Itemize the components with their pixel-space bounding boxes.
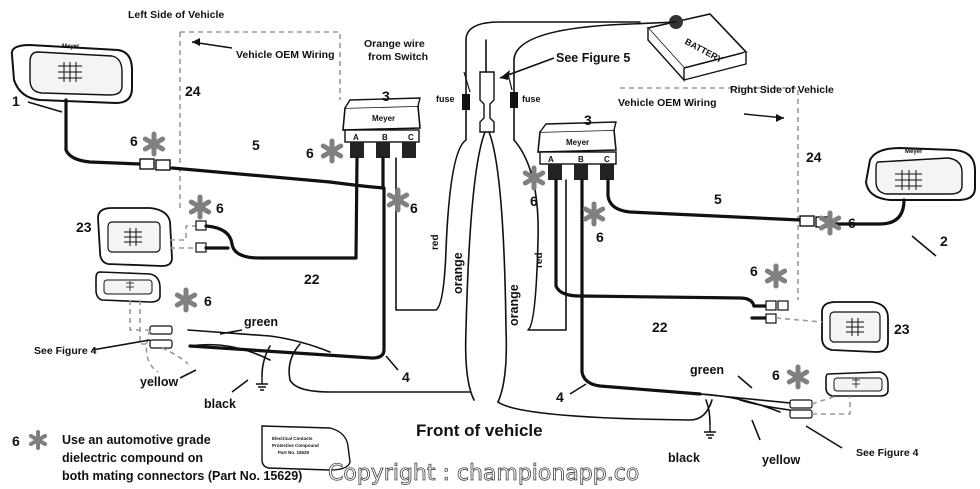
black-label: black (668, 451, 700, 465)
connector (139, 158, 155, 170)
callout-2: 2 (940, 233, 948, 249)
callout-24-left: 24 (185, 83, 201, 99)
left-headlight: Meyer (10, 43, 133, 105)
callout-6: 6 (306, 145, 314, 161)
orange-wire-label: from Switch (368, 51, 428, 63)
oem-wiring-right: Vehicle OEM Wiring (618, 97, 717, 109)
yellow-label: yellow (140, 375, 178, 389)
svg-text:Protective Compound: Protective Compound (272, 443, 319, 448)
legend: 6 Use an automotive grade dielectric com… (12, 425, 351, 483)
legend-number: 6 (12, 433, 20, 449)
orange-label: orange (507, 284, 521, 326)
callout-5-left: 5 (252, 137, 260, 153)
svg-text:A: A (353, 133, 359, 142)
svg-text:B: B (382, 133, 388, 142)
asterisk-icon (145, 134, 162, 154)
asterisk-icon (525, 168, 542, 188)
see-figure-4-right: See Figure 4 (856, 447, 919, 459)
module-brand: Meyer (566, 138, 589, 147)
callout-6: 6 (596, 229, 604, 245)
ground-icon (703, 423, 717, 439)
front-of-vehicle: Front of vehicle (416, 421, 543, 440)
orange-label: orange (451, 252, 465, 294)
fuse-icon (510, 92, 518, 108)
right-control-module: Meyer A B C (537, 121, 617, 180)
legend-line-2: dielectric compound on (62, 451, 203, 465)
asterisk-icon (29, 430, 47, 450)
callout-24-right: 24 (806, 149, 822, 165)
left-turn-lamp (95, 271, 161, 303)
left-parking-lamp (97, 207, 173, 267)
left-control-module: Meyer A B C (342, 97, 421, 158)
asterisk-icon (389, 190, 406, 210)
callout-22-left: 22 (304, 271, 320, 287)
asterisk-icon (191, 197, 208, 217)
callout-23-left: 23 (76, 219, 92, 235)
legend-line-1: Use an automotive grade (62, 433, 211, 447)
callout-6: 6 (204, 293, 212, 309)
asterisk-icon (767, 266, 784, 286)
left-side-label: Left Side of Vehicle (128, 9, 224, 21)
callout-4-right: 4 (556, 389, 564, 405)
callout-23-right: 23 (894, 321, 910, 337)
module-brand: Meyer (372, 114, 395, 123)
headlight-brand: Meyer (905, 149, 923, 155)
callout-22-right: 22 (652, 319, 668, 335)
asterisk-icon (585, 204, 602, 224)
orange-wire-label: Orange wire (364, 38, 425, 50)
right-parking-lamp (821, 301, 889, 353)
see-figure-4-left: See Figure 4 (34, 345, 97, 357)
connector (155, 159, 171, 171)
fuse-label: fuse (522, 94, 541, 104)
see-figure-5: See Figure 5 (556, 51, 630, 65)
callout-5-right: 5 (714, 191, 722, 207)
headlight-brand: Meyer (62, 44, 80, 50)
center-connector (479, 71, 495, 133)
svg-text:C: C (408, 133, 414, 142)
asterisk-icon (323, 141, 340, 161)
right-turn-lamp (825, 371, 889, 397)
oem-zone-left (180, 31, 341, 100)
svg-text:C: C (604, 155, 610, 164)
ground-icon (255, 375, 269, 391)
battery-icon: BATTERY (646, 13, 748, 82)
callout-6: 6 (410, 200, 418, 216)
callout-4-left: 4 (402, 369, 410, 385)
fuse-icon (462, 94, 470, 110)
callout-6: 6 (750, 263, 758, 279)
green-label: green (690, 363, 724, 377)
green-label: green (244, 315, 278, 329)
asterisk-icon (177, 290, 194, 310)
svg-text:Part No. 15629: Part No. 15629 (278, 450, 310, 455)
callout-1: 1 (12, 93, 20, 109)
yellow-label: yellow (762, 453, 800, 467)
svg-text:A: A (548, 155, 554, 164)
watermark: Copyright : championapp.co (328, 461, 639, 486)
fuse-label: fuse (436, 94, 455, 104)
callout-3-left: 3 (382, 88, 390, 104)
legend-line-3: both mating connectors (Part No. 15629) (62, 469, 302, 483)
red-label: red (430, 234, 441, 250)
callout-6: 6 (530, 193, 538, 209)
callout-6: 6 (130, 133, 138, 149)
compound-tube: Electrical Contacts Protective Compound … (261, 425, 351, 471)
right-side-label: Right Side of Vehicle (730, 84, 834, 96)
svg-text:Electrical Contacts: Electrical Contacts (272, 436, 313, 441)
right-headlight: Meyer (864, 146, 976, 201)
black-label: black (204, 397, 236, 411)
callout-6: 6 (772, 367, 780, 383)
oem-zone-right (620, 87, 799, 300)
red-label: red (534, 252, 545, 268)
callout-6: 6 (216, 200, 224, 216)
connector (799, 215, 815, 227)
svg-text:B: B (578, 155, 584, 164)
callout-3-right: 3 (584, 112, 592, 128)
callout-6: 6 (848, 215, 856, 231)
oem-wiring-left: Vehicle OEM Wiring (236, 49, 335, 61)
asterisk-icon (789, 367, 806, 387)
